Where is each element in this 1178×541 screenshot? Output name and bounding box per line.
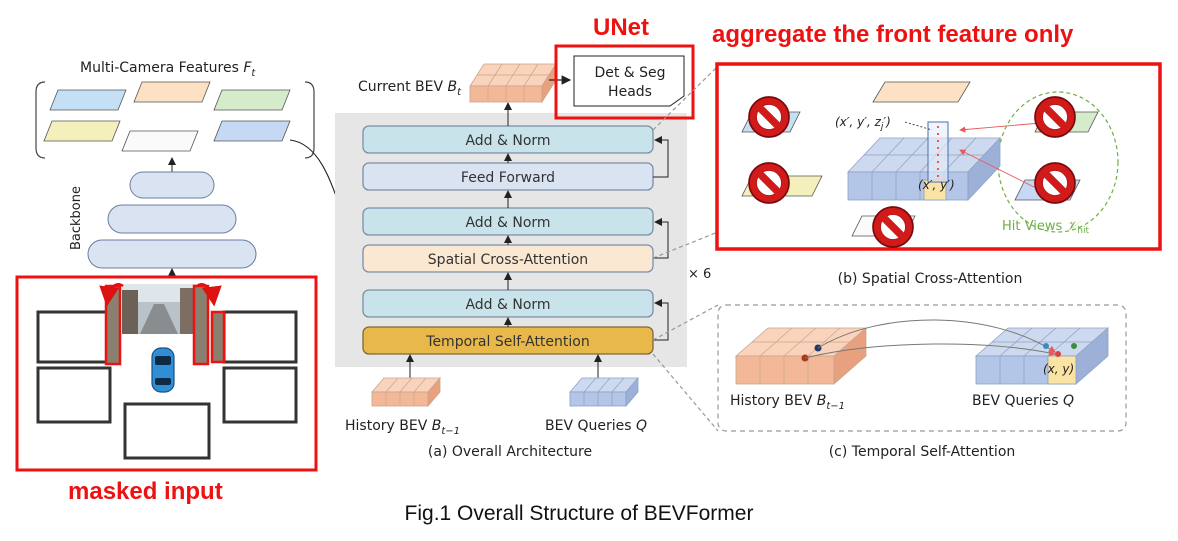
masked-input-annotation: masked input [68,478,223,505]
temporal-self-attention-panel: (x, y) History BEV Bt−1 BEV Queries Q [717,304,1127,432]
backbone: Backbone [69,171,257,269]
front-camera-image [122,284,196,334]
multi-camera-features: Multi-Camera Features Ft [35,60,315,159]
backbone-label: Backbone [69,186,84,250]
unet-annotation: UNet [593,14,649,41]
ego-car-icon [151,347,175,393]
zoom-lines [652,65,719,432]
svg-text:BEV Queries Q: BEV Queries Q [972,393,1074,409]
svg-text:Temporal Self-Attention: Temporal Self-Attention [425,334,589,350]
caption-c: (c) Temporal Self-Attention [829,444,1016,460]
current-bev: Current BEV Bt [358,62,557,104]
aggregate-annotation: aggregate the front feature only [712,21,1074,48]
bev-queries-cube: BEV Queries Q [545,376,647,434]
spatial-cross-attention-panel: (x′, y′, zj′) (x′, y′) Hit Views 𝒱hit [715,62,1162,251]
svg-text:BEV Queries Q: BEV Queries Q [545,418,647,434]
svg-text:History BEV Bt−1: History BEV Bt−1 [345,418,460,437]
prohibit-icon [1035,97,1075,137]
heads-line-2: Heads [608,84,652,100]
temporal-point: (x, y) [1043,362,1074,376]
prohibit-icon [1035,163,1075,203]
prohibit-icon [749,163,789,203]
repeat-label: × 6 [688,267,711,282]
heads-line-1: Det & Seg [594,65,665,81]
reference-point-2d: (x′, y′) [918,178,955,192]
features-title: Multi-Camera Features Ft [80,60,256,79]
det-seg-heads: Det & Seg Heads [554,44,695,120]
svg-text:Hit Views 𝒱hit: Hit Views 𝒱hit [1002,219,1089,236]
svg-text:History BEV Bt−1: History BEV Bt−1 [730,393,845,412]
svg-text:(x′, y′, zj′): (x′, y′, zj′) [835,115,891,132]
svg-text:Add & Norm: Add & Norm [465,297,550,313]
svg-text:Spatial Cross-Attention: Spatial Cross-Attention [428,252,588,268]
caption-b: (b) Spatial Cross-Attention [838,271,1023,287]
masked-input-panel [15,275,318,472]
svg-text:Feed Forward: Feed Forward [461,170,555,186]
prohibit-icon [749,97,789,137]
svg-text:Add & Norm: Add & Norm [465,133,550,149]
prohibit-icon [873,207,913,247]
history-bev-cube: History BEV Bt−1 [345,376,460,437]
svg-text:Current BEV Bt: Current BEV Bt [358,79,462,98]
figure-caption: Fig.1 Overall Structure of BEVFormer [405,502,754,525]
block-connectors [406,102,669,378]
svg-text:Add & Norm: Add & Norm [465,215,550,231]
caption-a: (a) Overall Architecture [428,444,592,460]
